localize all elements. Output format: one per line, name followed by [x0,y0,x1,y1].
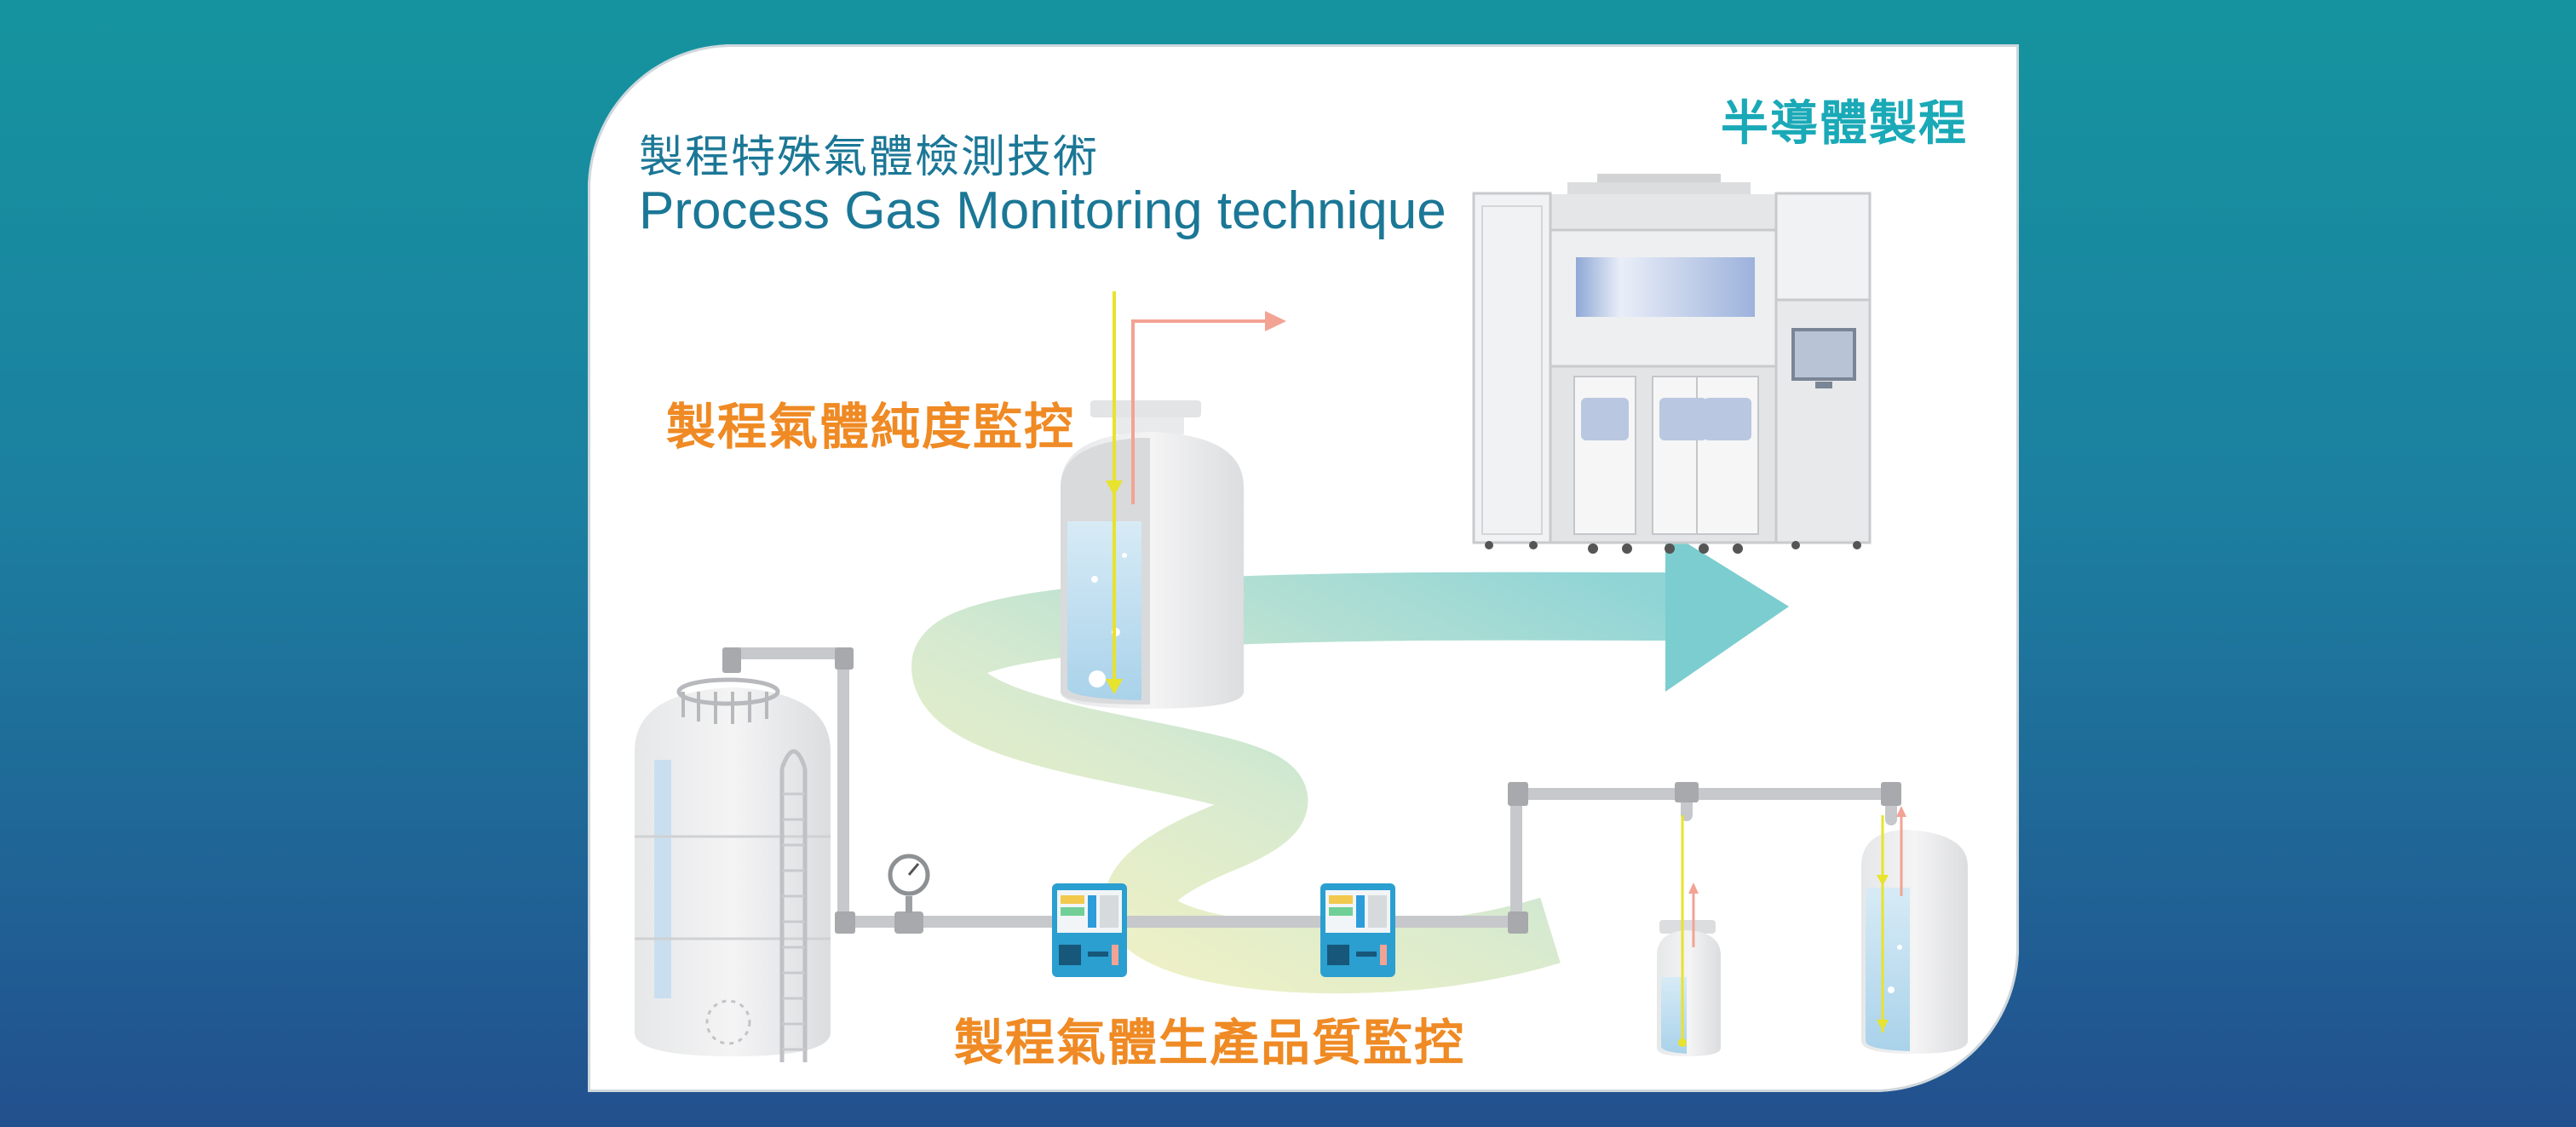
purity-monitoring-label: 製程氣體純度監控 [666,398,1076,456]
page-title-en: Process Gas Monitoring technique [639,181,1446,240]
pipe-fittings [722,647,1901,934]
storage-tank-icon [635,677,831,1062]
gas-cylinder-icon [1061,291,1286,709]
gas-cylinder-icon [1861,806,1968,1054]
gas-cylinder-icon [1657,815,1721,1056]
gas-analyzer-icon [1320,883,1395,977]
quality-monitoring-label: 製程氣體生產品質監控 [954,1014,1466,1072]
page-title-zh: 製程特殊氣體檢測技術 [639,132,1100,183]
gas-analyzer-icon [1052,883,1127,977]
pressure-gauge-icon [888,854,930,913]
process-illustration [635,174,1968,1062]
semiconductor-tool-icon [1472,174,1872,554]
semiconductor-process-label: 半導體製程 [1721,96,1968,152]
diagram-card: 製程特殊氣體檢測技術 Process Gas Monitoring techni… [588,44,2019,1092]
